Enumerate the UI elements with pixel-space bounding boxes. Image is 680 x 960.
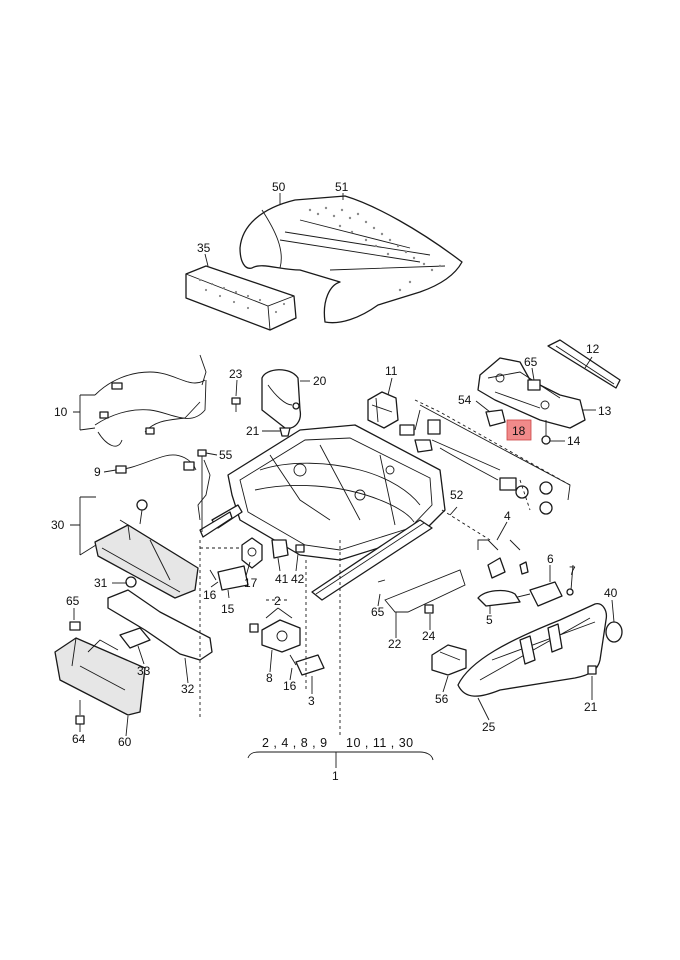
bowden-cable — [115, 454, 197, 474]
callout-18-highlight — [506, 419, 532, 441]
callout-labels: 50 51 35 12 65 13 14 54 18 11 23 20 21 5… — [51, 180, 618, 783]
release-lever-frame — [377, 569, 466, 614]
callout-16-lower: 16 — [283, 679, 297, 693]
callout-13: 13 — [598, 404, 612, 418]
callout-50: 50 — [272, 180, 286, 194]
callout-65-lower: 65 — [66, 594, 80, 608]
callout-22: 22 — [388, 637, 402, 651]
callout-24: 24 — [422, 629, 436, 643]
callout-60: 60 — [118, 735, 132, 749]
seat-cushion-padding — [239, 195, 463, 324]
callout-21-lower: 21 — [584, 700, 598, 714]
callout-8: 8 — [266, 671, 273, 685]
callout-21-upper: 21 — [246, 424, 260, 438]
callout-10: 10 — [54, 405, 68, 419]
callout-33: 33 — [137, 664, 151, 678]
callout-17: 17 — [244, 576, 258, 590]
leader-lines — [70, 193, 615, 768]
callout-12: 12 — [586, 342, 600, 356]
callout-18: 18 — [512, 424, 526, 438]
storage-drawer — [54, 621, 146, 725]
callout-31: 31 — [94, 576, 108, 590]
callout-32: 32 — [181, 682, 195, 696]
callout-65-mid: 65 — [371, 605, 385, 619]
callout-9: 9 — [94, 465, 101, 479]
callout-40: 40 — [604, 586, 618, 600]
callout-23: 23 — [229, 367, 243, 381]
seat-frame — [199, 424, 446, 601]
callout-7: 7 — [569, 564, 576, 578]
connector-lines — [199, 399, 571, 735]
side-panel — [431, 603, 623, 697]
group-left-label: 2 , 4 , 8 , 9 — [262, 736, 328, 750]
callout-51: 51 — [335, 180, 349, 194]
lower-motor-group — [249, 619, 325, 676]
callout-35: 35 — [197, 241, 211, 255]
front-trim-panel — [107, 589, 213, 661]
callout-64: 64 — [72, 732, 86, 746]
callout-2: 2 — [274, 594, 281, 608]
bracket — [367, 391, 399, 429]
callout-14: 14 — [567, 434, 581, 448]
callout-54: 54 — [458, 393, 472, 407]
callout-5: 5 — [486, 613, 493, 627]
group-right-label: 10 , 11 , 30 — [346, 736, 414, 750]
height-adjust-bracket — [477, 339, 621, 445]
callout-6: 6 — [547, 552, 554, 566]
callout-30: 30 — [51, 518, 65, 532]
wiring-harness — [94, 354, 207, 447]
callout-65-upper: 65 — [524, 355, 538, 369]
callout-15: 15 — [221, 602, 235, 616]
callout-42: 42 — [291, 572, 305, 586]
adjust-cable-assembly — [399, 404, 571, 515]
lumbar-components — [209, 537, 305, 591]
callout-41: 41 — [275, 572, 289, 586]
recliner-mechanism — [477, 539, 574, 607]
callout-4: 4 — [504, 509, 511, 523]
front-cushion-pad — [185, 265, 297, 331]
side-cover-trim — [261, 369, 302, 429]
callout-20: 20 — [313, 374, 327, 388]
callout-25: 25 — [482, 720, 496, 734]
callout-3: 3 — [308, 694, 315, 708]
small-fasteners — [197, 397, 291, 532]
callout-1: 1 — [332, 769, 339, 783]
callout-52: 52 — [450, 488, 464, 502]
storage-tray — [94, 499, 199, 599]
callout-11: 11 — [385, 364, 398, 378]
callout-16-mid: 16 — [203, 588, 217, 602]
callout-55: 55 — [219, 448, 233, 462]
callout-56: 56 — [435, 692, 449, 706]
